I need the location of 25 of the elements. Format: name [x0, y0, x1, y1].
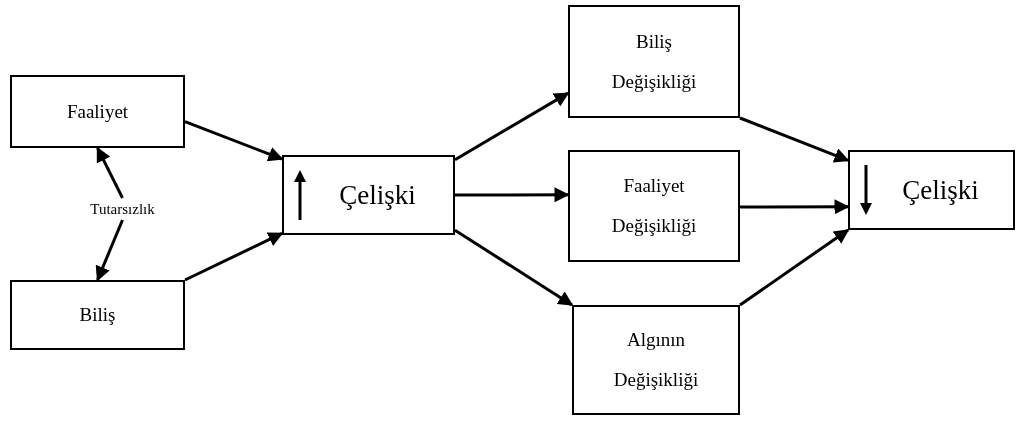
process-box	[282, 155, 455, 235]
arrow	[96, 146, 124, 199]
arrow	[740, 199, 850, 215]
arrow	[455, 187, 570, 203]
arrow	[739, 228, 850, 307]
box-label: Faaliyet Değişikliği	[610, 174, 698, 238]
arrow	[454, 91, 570, 162]
arrow	[739, 116, 850, 163]
process-box	[572, 305, 740, 415]
process-box	[568, 150, 740, 262]
box-label: Biliş	[79, 303, 116, 327]
process-box	[10, 280, 185, 350]
process-box	[568, 5, 740, 118]
arrow	[454, 228, 574, 307]
bare-label: Tutarsızlık	[90, 200, 155, 218]
box-label: Faaliyet	[66, 99, 129, 124]
process-box	[848, 150, 1015, 230]
arrow	[95, 219, 124, 282]
box-label: Biliş Değişikliği	[610, 29, 698, 94]
process-box	[10, 75, 185, 148]
arrow	[184, 120, 284, 162]
arrow	[184, 232, 284, 282]
box-label: Çelişki	[901, 174, 979, 207]
box-label: Çelişki	[338, 179, 416, 212]
box-label: Algının Değişikliği	[612, 328, 700, 392]
